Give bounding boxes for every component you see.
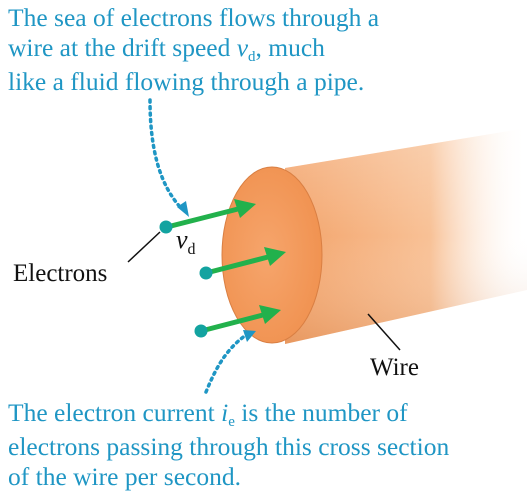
bottom-caption-line-1: The electron current ie is the number of [8,398,449,432]
top-caption-line-2: wire at the drift speed vd, much [8,33,379,67]
bottom-caption: The electron current ie is the number of… [8,398,449,492]
electron-arrow-2 [209,247,286,275]
top-caption-line-2-prefix: wire at the drift speed [8,33,237,62]
electrons-connector [127,231,161,263]
electrons-label: Electrons [13,260,108,287]
wire-connector [367,313,401,351]
electron-dot-1 [159,220,173,234]
electron-dot-2 [199,266,213,280]
bottom-caption-line-1-prefix: The electron current [8,398,222,427]
drift-speed-subscript: d [248,49,256,65]
top-pointer-arrowhead [177,201,189,217]
bottom-caption-line-2: electrons passing through this cross sec… [8,432,450,461]
bottom-pointer-line [204,333,248,394]
bottom-caption-line-1-suffix: is the number of [234,398,408,427]
electron-current-subscript: e [228,414,235,430]
drift-velocity-symbol: v [176,225,188,254]
top-caption: The sea of electrons flows through a wir… [8,3,379,97]
top-caption-line-2-suffix: , much [255,33,325,62]
drift-velocity-subscript: d [187,241,196,258]
wire-label: Wire [370,354,419,381]
drift-speed-symbol: v [236,33,249,62]
bottom-pointer-arrowhead [243,330,256,342]
drift-velocity-label: vd [176,225,196,258]
electron-current-symbol: i [221,398,229,427]
top-caption-line-1: The sea of electrons flows through a [8,3,380,32]
electron-arrow-3 [204,305,281,333]
electron-dot-3 [194,324,208,338]
top-pointer-line [148,98,183,210]
top-caption-line-3: like a fluid flowing through a pipe. [8,67,365,96]
bottom-caption-line-3: of the wire per second. [8,462,241,491]
electron-arrow-1 [170,199,256,229]
